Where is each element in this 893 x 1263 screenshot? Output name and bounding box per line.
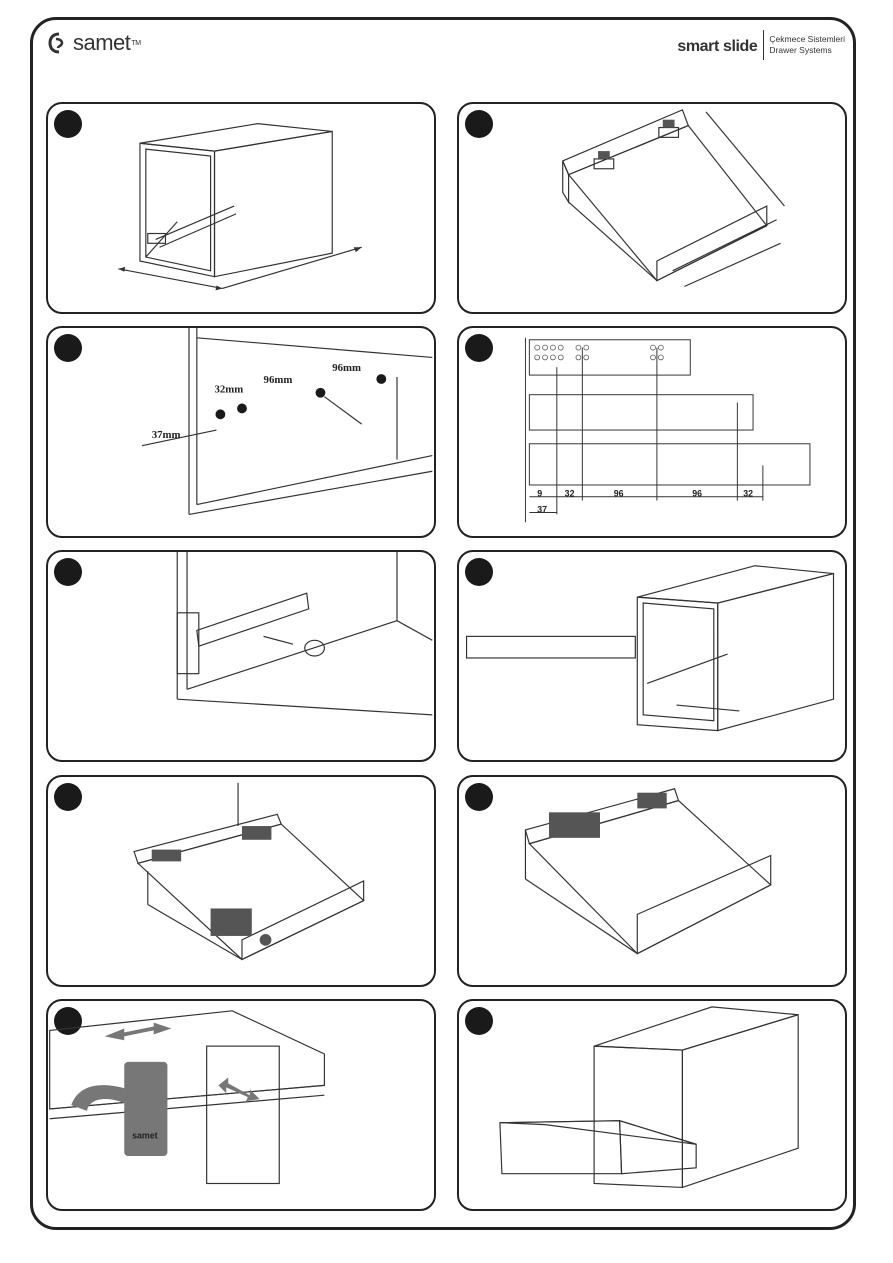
step-6-marker: [465, 558, 493, 586]
step-8-panel: [457, 775, 847, 987]
brand-name: samet: [73, 30, 131, 55]
dim-96mm-b: 96mm: [332, 362, 361, 374]
product-header: smart slide Çekmece Sistemleri Drawer Sy…: [677, 30, 845, 60]
product-name: smart slide: [677, 38, 758, 55]
brand-tm: TM: [131, 39, 141, 47]
step-8-marker: [465, 783, 493, 811]
step-2-panel: [457, 102, 847, 314]
step-6-illustration: [465, 565, 835, 732]
step-5-marker: [54, 558, 82, 586]
step-9-marker: [54, 1007, 82, 1035]
step-2-illustration: [561, 109, 785, 288]
clip-brand-label: samet: [132, 1130, 158, 1140]
step-3-marker: [54, 334, 82, 362]
dim-32-left: 32: [565, 489, 575, 499]
samet-logo-icon: [48, 32, 64, 54]
page-frame: [30, 17, 856, 1230]
step-2-marker: [465, 110, 493, 138]
step-5-panel: [46, 550, 436, 762]
dim-37mm: 37mm: [152, 429, 181, 441]
product-sub-en: Drawer Systems: [769, 45, 832, 55]
step-3-illustration: 37mm 32mm 96mm 96mm: [141, 328, 433, 515]
step-10-marker: [465, 1007, 493, 1035]
step-1-panel: [46, 102, 436, 314]
step-4-illustration: 9 32 96 96 32 37: [524, 337, 811, 523]
step-3-panel: 37mm 32mm 96mm 96mm: [46, 326, 436, 538]
step-7-panel: [46, 775, 436, 987]
step-9-illustration: samet: [49, 1010, 325, 1185]
step-7-marker: [54, 783, 82, 811]
step-9-panel: samet: [46, 999, 436, 1211]
header-divider: [763, 30, 765, 60]
step-10-panel: [457, 999, 847, 1211]
step-1-marker: [54, 110, 82, 138]
dim-32mm: 32mm: [215, 384, 244, 396]
step-6-panel: [457, 550, 847, 762]
dim-96-left: 96: [614, 489, 624, 499]
dim-32-right: 32: [743, 489, 753, 499]
step-4-marker: [465, 334, 493, 362]
step-8-illustration: [524, 788, 772, 955]
step-4-panel: 9 32 96 96 32 37: [457, 326, 847, 538]
product-subtitle: Çekmece Sistemleri Drawer Systems: [769, 34, 845, 56]
step-1-illustration: [118, 123, 362, 291]
dim-96-right: 96: [692, 489, 702, 499]
product-sub-tr: Çekmece Sistemleri: [769, 34, 845, 44]
step-5-illustration: [176, 552, 433, 716]
step-10-illustration: [499, 1006, 799, 1189]
dim-37: 37: [537, 504, 547, 514]
dim-96mm-a: 96mm: [264, 374, 293, 386]
step-7-illustration: [133, 782, 365, 961]
dim-9: 9: [537, 489, 542, 499]
